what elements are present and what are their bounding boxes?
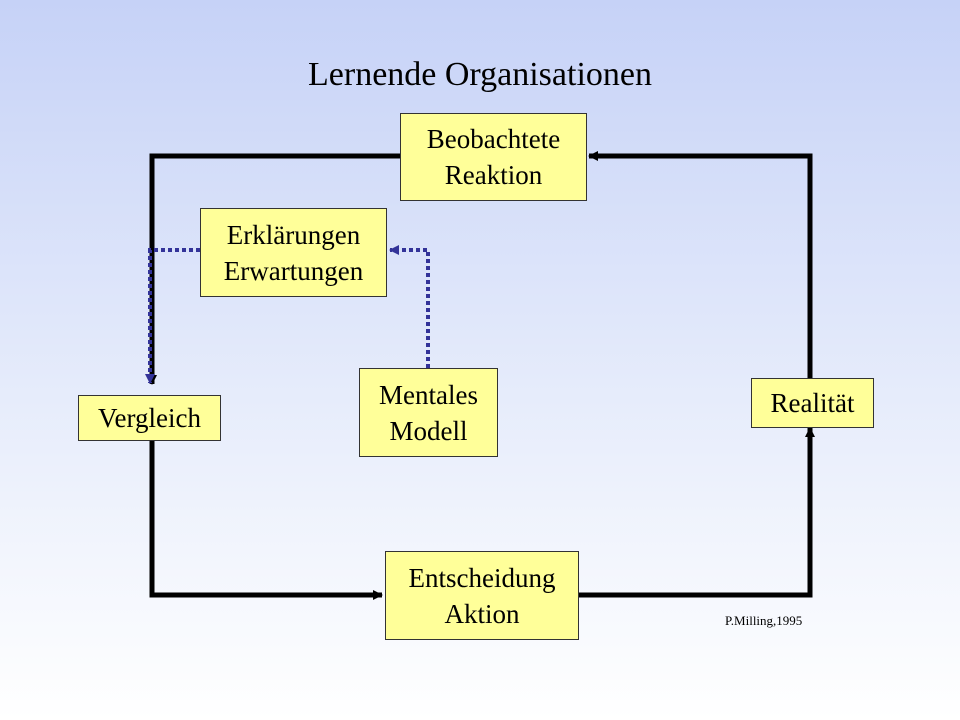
- dotted-arrow-modell-to-erklaerungen: [389, 245, 430, 368]
- node-label-line: Modell: [389, 415, 468, 446]
- arrow-realitaet-to-reaktion: [588, 151, 813, 378]
- node-vergleich: Vergleich: [78, 395, 221, 441]
- node-label-line: Beobachtete: [426, 124, 561, 154]
- arrow-vergleich-to-entscheidung: [149, 441, 383, 600]
- node-entscheidung-aktion: Entscheidung Aktion: [385, 551, 579, 640]
- node-label-line: Erwartungen: [223, 255, 364, 286]
- node-label-line: Vergleich: [98, 403, 201, 433]
- node-label-line: Realität: [770, 388, 855, 418]
- node-label-line: Reaktion: [444, 160, 543, 190]
- node-beobachtete-reaktion: Beobachtete Reaktion: [400, 113, 587, 201]
- arrow-entscheidung-to-realitaet: [579, 427, 815, 598]
- dotted-arrow-erklaerungen-to-vergleich: [145, 248, 200, 384]
- node-realitaet: Realität: [751, 378, 874, 428]
- node-mentales-modell: Mentales Modell: [359, 368, 498, 457]
- node-label-line: Entscheidung: [408, 562, 556, 593]
- node-label-line: Mentales: [379, 379, 478, 410]
- node-label-line: Erklärungen: [226, 219, 361, 250]
- diagram-title: Lernende Organisationen: [308, 56, 652, 93]
- node-label-line: Aktion: [444, 598, 520, 629]
- source-credit: P.Milling,1995: [725, 613, 803, 628]
- node-erklaerungen-erwartungen: Erklärungen Erwartungen: [200, 208, 387, 297]
